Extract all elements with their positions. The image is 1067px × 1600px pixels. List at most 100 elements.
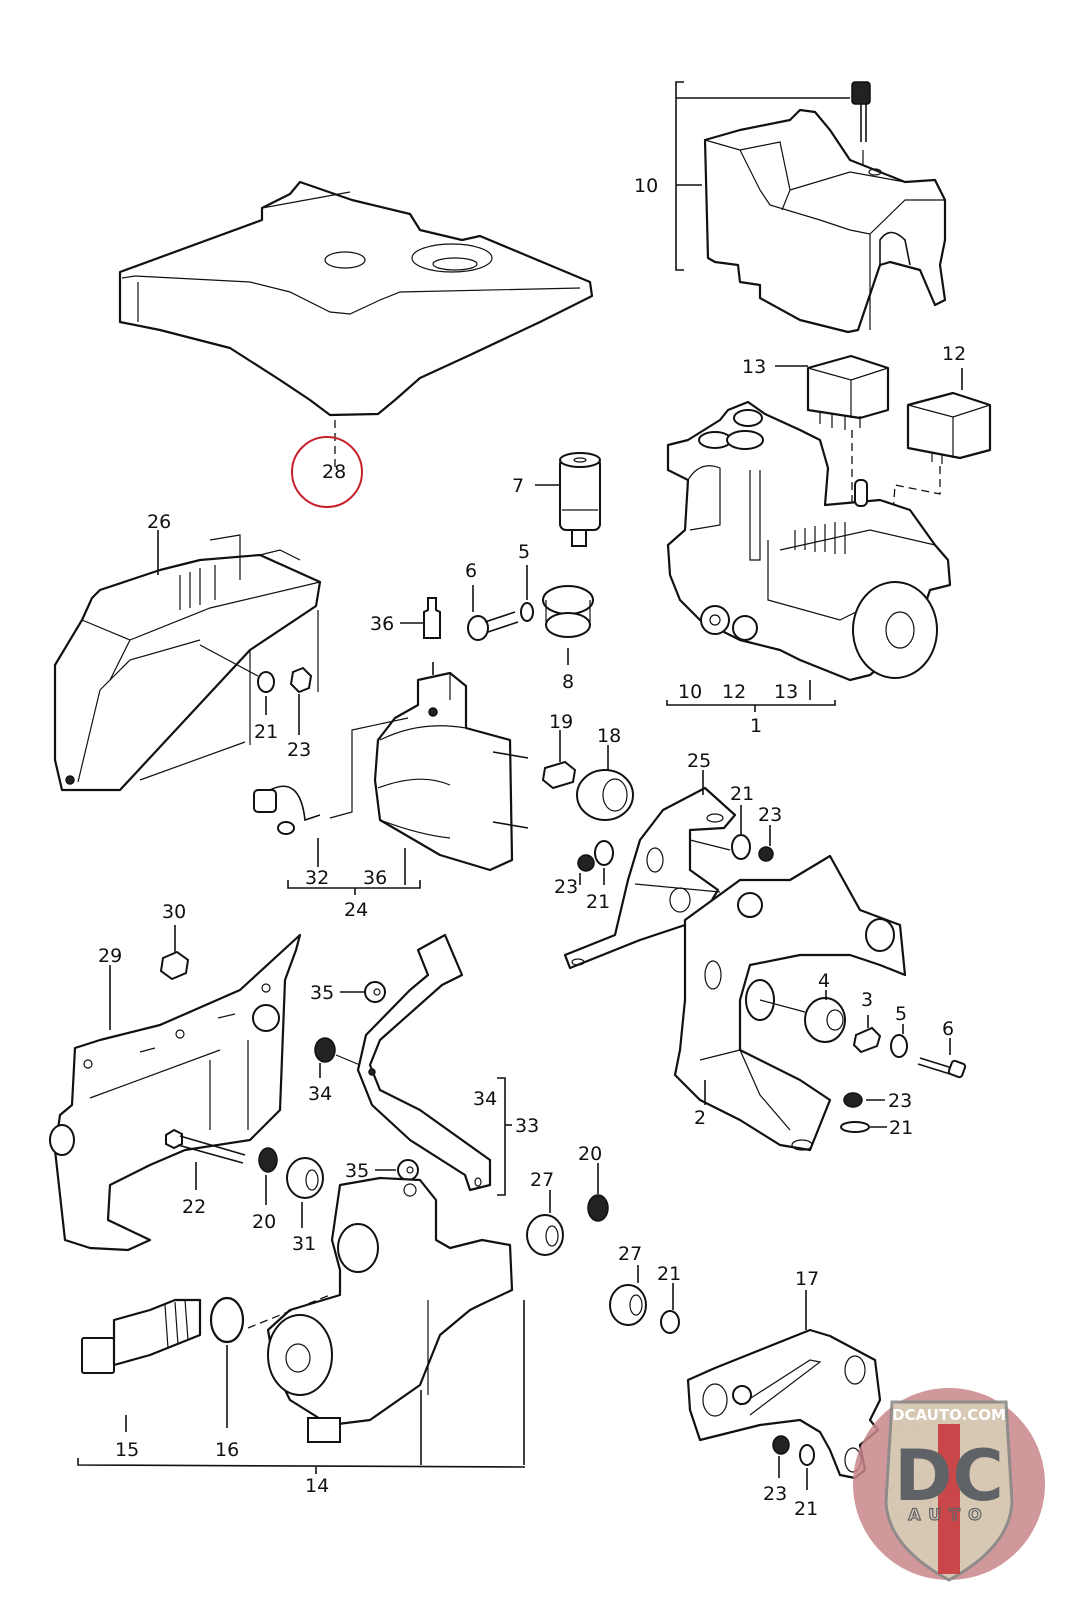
callout-21-control-unit[interactable]: 21 bbox=[254, 721, 278, 743]
callout-21-bracket-17-lower[interactable]: 21 bbox=[794, 1498, 818, 1520]
part-16-o-ring[interactable] bbox=[209, 1296, 245, 1344]
callout-33[interactable]: 33 bbox=[515, 1115, 539, 1137]
callout-25[interactable]: 25 bbox=[687, 750, 711, 772]
callout-6[interactable]: 6 bbox=[465, 560, 477, 582]
callout-35-upper[interactable]: 35 bbox=[310, 982, 334, 1004]
callout-12[interactable]: 12 bbox=[942, 343, 966, 365]
part-23-nut-bracket[interactable] bbox=[843, 1092, 863, 1108]
callout-10[interactable]: 10 bbox=[634, 175, 658, 197]
part-33-bracket[interactable] bbox=[356, 933, 492, 1192]
callout-5[interactable]: 5 bbox=[518, 541, 530, 563]
part-23-nut-lower[interactable] bbox=[577, 854, 595, 872]
part-4-rubber-mount[interactable] bbox=[804, 997, 846, 1043]
callout-34[interactable]: 34 bbox=[308, 1083, 332, 1105]
part-21-washer[interactable] bbox=[257, 671, 275, 693]
callout-5-bracket[interactable]: 5 bbox=[895, 1003, 907, 1025]
callout-1-sub-12[interactable]: 12 bbox=[722, 681, 746, 703]
part-35-nut-lower[interactable] bbox=[397, 1159, 419, 1181]
part-21-washer-bracket[interactable] bbox=[840, 1121, 870, 1133]
part-23-nut-25[interactable] bbox=[758, 846, 774, 862]
part-23-nut[interactable] bbox=[289, 666, 313, 694]
part-10-screw[interactable] bbox=[851, 81, 871, 165]
part-18-rubber-mount[interactable] bbox=[576, 769, 634, 821]
callout-8[interactable]: 8 bbox=[562, 671, 574, 693]
part-21-washer-25[interactable] bbox=[731, 834, 751, 860]
part-21-washer-lower[interactable] bbox=[594, 840, 614, 866]
callout-24-sub-36[interactable]: 36 bbox=[363, 867, 387, 889]
callout-23-bracket-2[interactable]: 23 bbox=[888, 1090, 912, 1112]
part-12-relay[interactable] bbox=[892, 391, 992, 516]
part-34-grommet[interactable] bbox=[314, 1037, 336, 1063]
part-5-washer[interactable] bbox=[520, 602, 534, 622]
part-10-unit-cover[interactable] bbox=[703, 108, 947, 334]
part-3-sleeve[interactable] bbox=[852, 1026, 882, 1054]
callout-22[interactable]: 22 bbox=[182, 1196, 206, 1218]
part-8-grommet[interactable] bbox=[542, 585, 594, 638]
callout-20-left[interactable]: 20 bbox=[252, 1211, 276, 1233]
part-26-control-unit[interactable] bbox=[53, 534, 322, 792]
part-6-bolt-bracket[interactable] bbox=[917, 1057, 967, 1079]
part-1-hydraulic-unit[interactable] bbox=[666, 400, 952, 682]
callout-24-sub-32[interactable]: 32 bbox=[305, 867, 329, 889]
part-25-bracket[interactable] bbox=[563, 786, 737, 970]
part-5-washer-bracket[interactable] bbox=[890, 1034, 908, 1058]
callout-14[interactable]: 14 bbox=[305, 1475, 329, 1497]
part-27-rubber-mount-b[interactable] bbox=[609, 1284, 647, 1326]
callout-28[interactable]: 28 bbox=[322, 461, 346, 483]
callout-35-lower[interactable]: 35 bbox=[345, 1160, 369, 1182]
callout-4[interactable]: 4 bbox=[818, 970, 830, 992]
part-20-bushing[interactable] bbox=[258, 1147, 278, 1173]
part-24-accumulator[interactable] bbox=[373, 671, 529, 872]
callout-16[interactable]: 16 bbox=[215, 1439, 239, 1461]
callout-20-right[interactable]: 20 bbox=[578, 1143, 602, 1165]
part-14-pump-motor[interactable] bbox=[266, 1176, 514, 1443]
part-23-nut-17[interactable] bbox=[772, 1435, 790, 1455]
callout-1-sub-10[interactable]: 10 bbox=[678, 681, 702, 703]
callout-3[interactable]: 3 bbox=[861, 989, 873, 1011]
part-21-washer-17-lower[interactable] bbox=[799, 1444, 815, 1466]
callout-23-lower[interactable]: 23 bbox=[554, 876, 578, 898]
callout-30[interactable]: 30 bbox=[162, 901, 186, 923]
callout-27-lower[interactable]: 27 bbox=[618, 1243, 642, 1265]
callout-26[interactable]: 26 bbox=[147, 511, 171, 533]
part-15-sensor[interactable] bbox=[81, 1298, 202, 1374]
callout-33-sub-34[interactable]: 34 bbox=[473, 1088, 497, 1110]
callout-31[interactable]: 31 bbox=[292, 1233, 316, 1255]
part-2-main-bracket[interactable] bbox=[673, 854, 907, 1152]
callout-19[interactable]: 19 bbox=[549, 711, 573, 733]
part-21-washer-17[interactable] bbox=[660, 1310, 680, 1334]
callout-23-bracket-17[interactable]: 23 bbox=[763, 1483, 787, 1505]
callout-23-control-unit[interactable]: 23 bbox=[287, 739, 311, 761]
part-6-bolt[interactable] bbox=[467, 611, 519, 641]
callout-15[interactable]: 15 bbox=[115, 1439, 139, 1461]
part-7-filter[interactable] bbox=[559, 452, 601, 547]
part-28-cover-plate[interactable] bbox=[118, 180, 594, 417]
part-36-nipple[interactable] bbox=[423, 597, 441, 639]
callout-21-bracket-2[interactable]: 21 bbox=[889, 1117, 913, 1139]
part-13-relay[interactable] bbox=[806, 354, 890, 520]
callout-21-bracket-25[interactable]: 21 bbox=[730, 783, 754, 805]
callout-1-sub-13[interactable]: 13 bbox=[774, 681, 798, 703]
part-32-bleed-valve[interactable] bbox=[253, 785, 321, 835]
callout-6-bracket[interactable]: 6 bbox=[942, 1018, 954, 1040]
callout-29[interactable]: 29 bbox=[98, 945, 122, 967]
part-19-sleeve[interactable] bbox=[541, 760, 577, 790]
callout-21-lower[interactable]: 21 bbox=[586, 891, 610, 913]
part-22-bolt[interactable] bbox=[165, 1128, 246, 1164]
callout-1[interactable]: 1 bbox=[750, 715, 762, 737]
callout-7[interactable]: 7 bbox=[512, 475, 524, 497]
callout-27-upper[interactable]: 27 bbox=[530, 1169, 554, 1191]
callout-13[interactable]: 13 bbox=[742, 356, 766, 378]
part-20-bushing-right[interactable] bbox=[587, 1194, 609, 1222]
part-27-rubber-mount-a[interactable] bbox=[526, 1214, 564, 1256]
part-29-side-bracket[interactable] bbox=[49, 933, 302, 1252]
part-30-nut[interactable] bbox=[159, 950, 190, 981]
part-35-nut-upper[interactable] bbox=[364, 981, 386, 1003]
callout-36[interactable]: 36 bbox=[370, 613, 394, 635]
callout-21-bracket-17-upper[interactable]: 21 bbox=[657, 1263, 681, 1285]
part-17-bracket[interactable] bbox=[686, 1328, 882, 1480]
callout-18[interactable]: 18 bbox=[597, 725, 621, 747]
callout-23-bracket-25[interactable]: 23 bbox=[758, 804, 782, 826]
part-31-rubber-mount[interactable] bbox=[286, 1157, 324, 1199]
callout-2[interactable]: 2 bbox=[694, 1107, 706, 1129]
